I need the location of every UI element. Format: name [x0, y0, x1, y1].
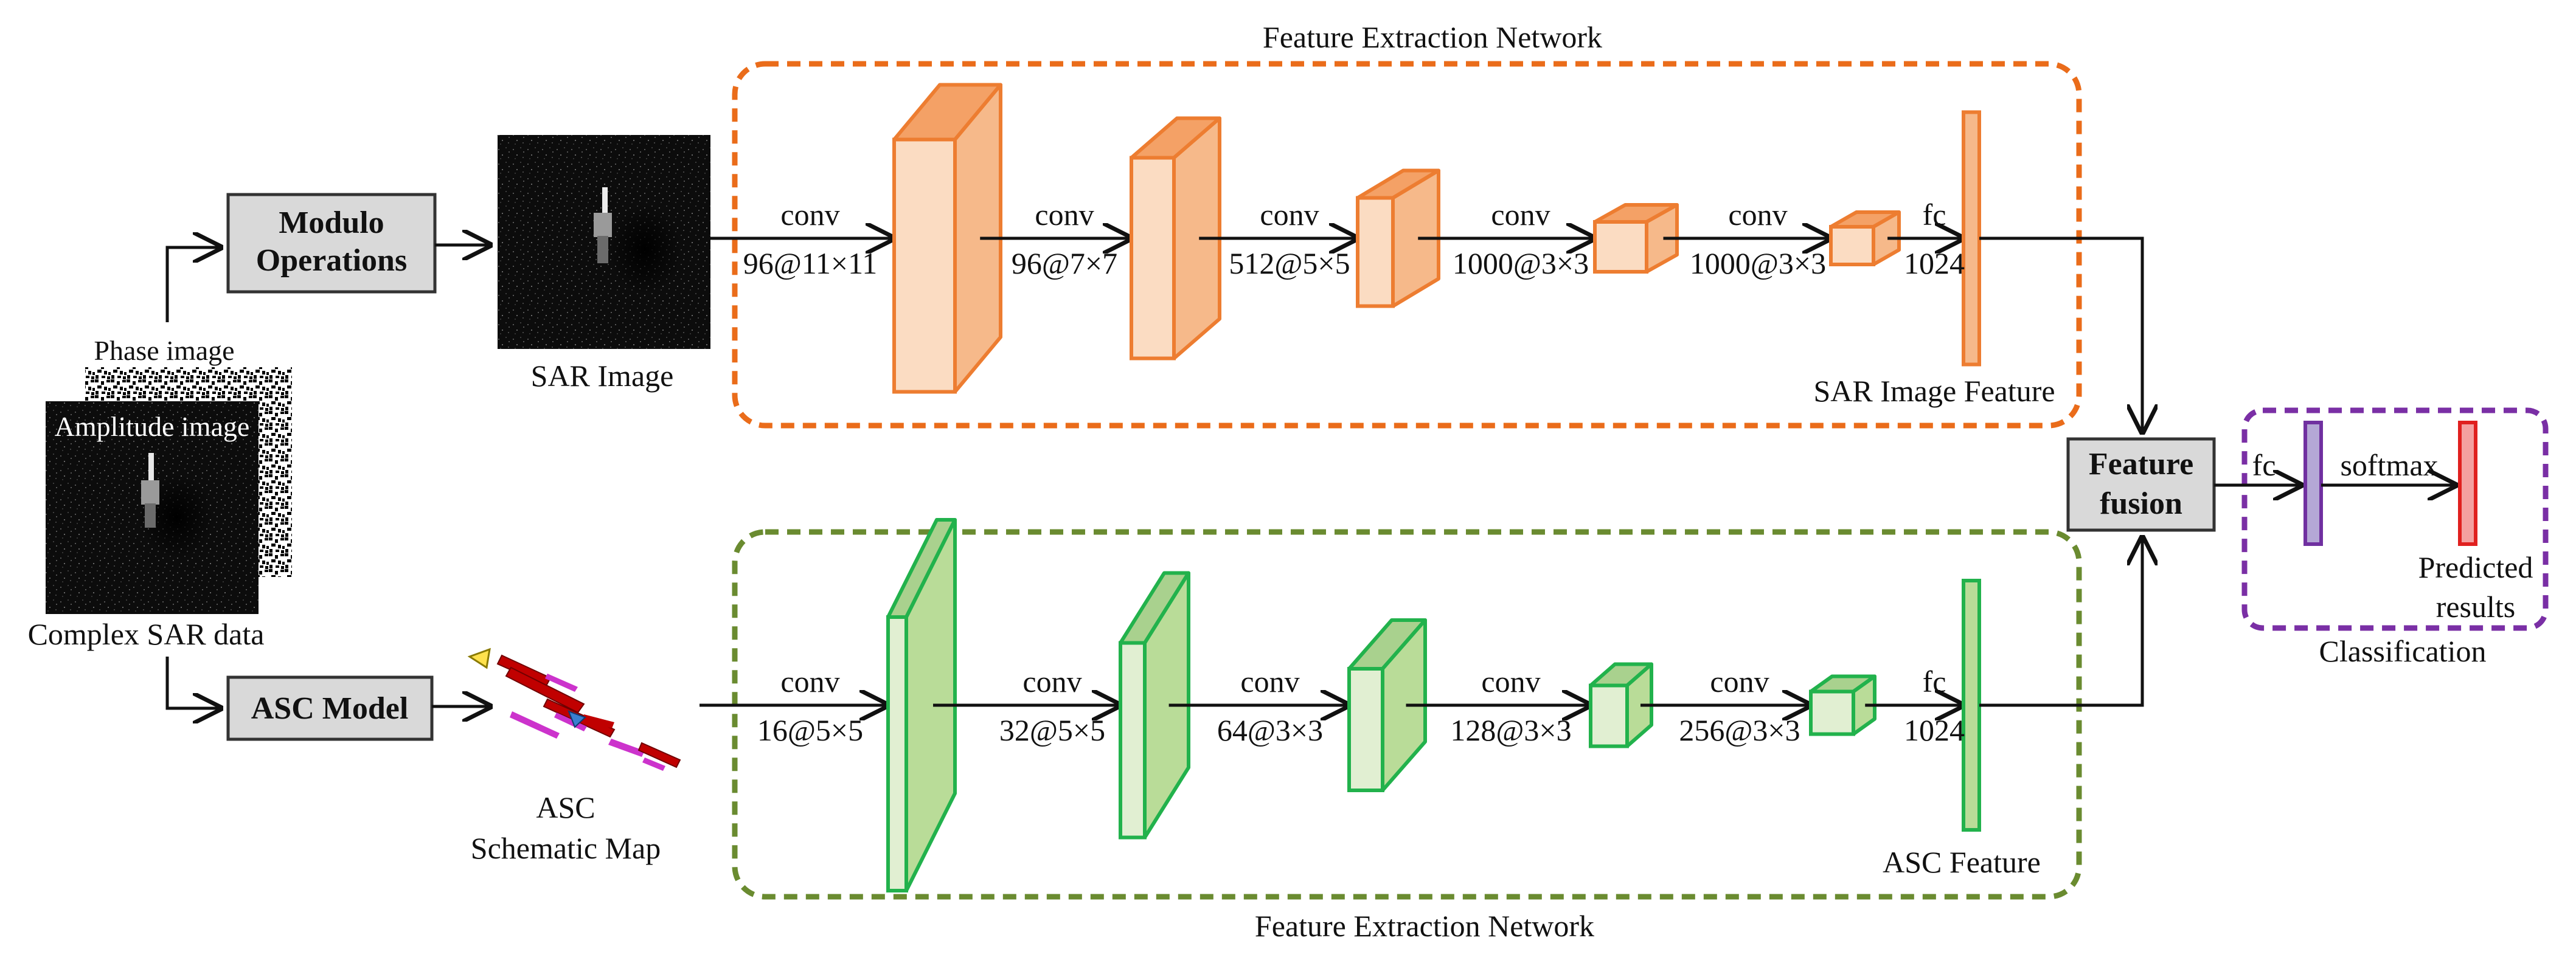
predicted-results-line2: results — [2436, 590, 2516, 624]
modulo-operations-line1: Modulo — [279, 205, 384, 240]
sar-layer-op-label: conv — [780, 198, 839, 232]
asc-layer-spec-label: 32@5×5 — [999, 713, 1105, 747]
asc-cube-front — [1589, 683, 1629, 748]
sar-image — [498, 135, 710, 349]
asc-layer-op-label: conv — [1240, 664, 1299, 699]
amplitude-image — [46, 401, 259, 614]
asc-cube-front — [1119, 641, 1147, 840]
asc-conv-layer-5 — [1809, 674, 1876, 736]
asc-fc-op-label: fc — [1923, 664, 1946, 699]
amplitude-image-label: Amplitude image — [55, 411, 250, 442]
asc-conv-layer-2 — [1119, 571, 1190, 840]
sar-layer-spec-label: 1000@3×3 — [1690, 246, 1826, 280]
softmax-label: softmax — [2340, 448, 2438, 482]
sar-layer-spec-label: 96@11×11 — [743, 246, 878, 280]
sar-cube-front — [892, 137, 957, 394]
asc-schematic-map — [467, 647, 681, 771]
asc-layer-spec-label: 128@3×3 — [1450, 713, 1571, 747]
sar-cube-front — [1356, 196, 1395, 308]
predicted-output-layer — [2458, 421, 2477, 546]
classification-fc-layer — [2303, 421, 2323, 546]
sar-layer-spec-label: 1000@3×3 — [1453, 246, 1589, 280]
sar-fc-op-label: fc — [1923, 198, 1946, 232]
asc-branch-layers: conv 16@5×5 conv 32@5×5 conv 64@3×3 conv 128@3×… — [700, 518, 1981, 892]
asc-layer-spec-label: 256@3×3 — [1679, 713, 1800, 747]
sar-fc-spec-label: 1024 — [1904, 246, 1965, 280]
sar-conv-layer-1 — [892, 83, 1002, 394]
predicted-results-line1: Predicted — [2418, 550, 2533, 584]
asc-conv-layer-1 — [886, 518, 957, 892]
asc-layer-spec-label: 64@3×3 — [1217, 713, 1323, 747]
asc-conv-layer-4 — [1589, 662, 1653, 748]
classification-fc-label: fc — [2252, 448, 2276, 482]
asc-model-box — [226, 675, 434, 741]
classification-frame — [2241, 407, 2549, 631]
feature-fusion-box — [2066, 437, 2216, 532]
asc-layer-op-label: conv — [780, 664, 839, 699]
sar-conv-layer-2 — [1130, 116, 1221, 361]
sar-branch-layers: conv 96@11×11 conv 96@7×7 conv 512@5×5 conv 100… — [710, 83, 1981, 394]
asc-fc-spec-label: 1024 — [1904, 713, 1965, 747]
sar-conv-layer-3 — [1356, 168, 1440, 308]
sar-layer-op-label: conv — [1260, 198, 1319, 232]
sar-fc-layer — [1962, 110, 1981, 367]
asc-layer-op-label: conv — [1022, 664, 1081, 699]
sar-image-label: SAR Image — [531, 359, 674, 393]
sar-conv-layer-4 — [1593, 203, 1679, 274]
phase-image-label: Phase image — [94, 335, 234, 366]
asc-layer-op-label: conv — [1481, 664, 1540, 699]
sar-network-title: Feature Extraction Network — [1263, 20, 1602, 54]
asc-cube-front — [1347, 667, 1384, 792]
asc-feature-label: ASC Feature — [1883, 845, 2041, 879]
asc-map-label-line1: ASC — [536, 790, 595, 824]
sar-feature-extraction-frame — [732, 61, 2082, 429]
sar-cube-front — [1593, 220, 1648, 274]
asc-map-label-line2: Schematic Map — [471, 831, 661, 865]
classification-title: Classification — [2319, 634, 2487, 668]
asc-conv-layer-3 — [1347, 618, 1427, 792]
asc-network-title: Feature Extraction Network — [1255, 909, 1594, 943]
asc-layer-op-label: conv — [1710, 664, 1769, 699]
asc-feature-extraction-frame — [732, 529, 2082, 900]
asc-cube-front — [1809, 689, 1855, 736]
sar-cube-front — [1130, 156, 1176, 361]
sar-layer-op-label: conv — [1491, 198, 1550, 232]
sar-layer-op-label: conv — [1035, 198, 1094, 232]
modulo-operations-box — [226, 193, 437, 294]
sar-layer-spec-label: 512@5×5 — [1229, 246, 1350, 280]
feature-fusion-line1: Feature — [2089, 447, 2193, 481]
sar-conv-layer-5 — [1829, 210, 1901, 266]
feature-fusion-line2: fusion — [2100, 486, 2182, 521]
sar-cube-front — [1829, 225, 1875, 266]
sar-image-feature-label: SAR Image Feature — [1813, 374, 2055, 408]
modulo-operations-line2: Operations — [256, 243, 407, 278]
sar-layer-spec-label: 96@7×7 — [1012, 246, 1117, 280]
sar-layer-op-label: conv — [1728, 198, 1787, 232]
asc-model-label: ASC Model — [251, 691, 409, 726]
asc-fc-layer — [1962, 579, 1981, 832]
asc-cube-front — [886, 615, 908, 892]
asc-layer-spec-label: 16@5×5 — [757, 713, 863, 747]
complex-sar-label: Complex SAR data — [28, 617, 265, 651]
